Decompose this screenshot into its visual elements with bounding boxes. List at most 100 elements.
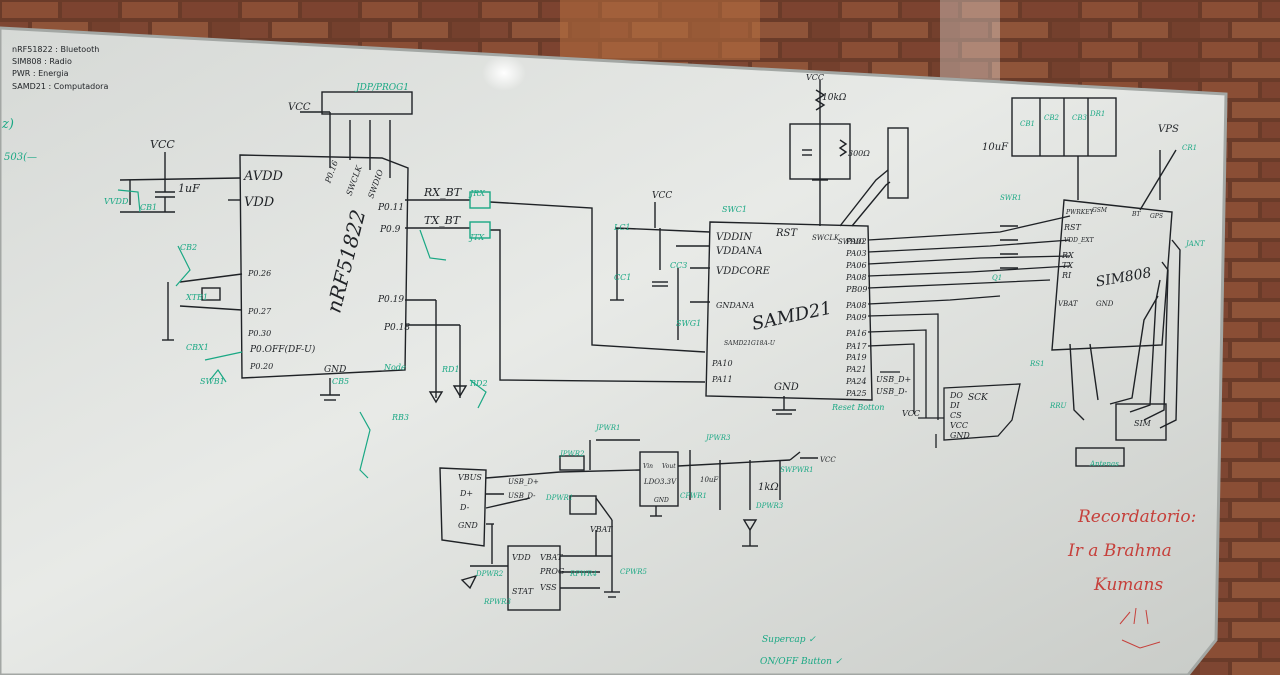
pin-label: PWRKEY xyxy=(1065,209,1095,216)
pin-label: PA08 xyxy=(845,273,867,282)
svg-text:SWPWR1: SWPWR1 xyxy=(780,466,814,474)
svg-text:CR1: CR1 xyxy=(1182,144,1197,152)
res-label: 10kΩ xyxy=(822,93,847,103)
pin-label: SWCLK xyxy=(812,234,840,242)
svg-text:LC1: LC1 xyxy=(613,223,631,232)
power-block xyxy=(439,439,818,611)
svg-text:RS1: RS1 xyxy=(1029,360,1045,368)
onoff-note: ON/OFF Button ✓ xyxy=(760,657,843,667)
pin-label: PA09 xyxy=(845,313,867,322)
pin-label: GND xyxy=(950,431,970,440)
pin-label: VDDANA xyxy=(716,246,762,257)
pin-label: PA10 xyxy=(711,359,733,368)
pin-label: DI xyxy=(949,401,960,410)
vcc-label: VCC xyxy=(806,73,824,82)
vbat-label: VBAT xyxy=(590,525,613,534)
whiteboard xyxy=(0,26,1228,675)
svg-text:CB1: CB1 xyxy=(140,203,157,212)
pin-label: VDDCORE xyxy=(716,266,771,277)
pin-label: VCC xyxy=(950,421,968,430)
pin-label: PA06 xyxy=(845,261,867,270)
pin-label: VDD_EXT xyxy=(1064,237,1095,244)
svg-text:503(—: 503(— xyxy=(4,152,37,163)
pin-label: GND xyxy=(324,365,346,375)
sim808-block xyxy=(1000,97,1181,467)
reminder-line: Recordatorio: xyxy=(1077,507,1196,527)
pin-label: P0.26 xyxy=(247,269,271,278)
pin-label: VDD xyxy=(512,553,531,562)
power-labels: VBUS D+ D- GND USB_D+ USB_D- LDO3.3V Vin… xyxy=(458,456,836,596)
pin-label: VDDIN xyxy=(716,232,753,243)
usb-dm-label: USB_D- xyxy=(508,492,536,500)
reminder-line: Kumans xyxy=(1093,575,1163,595)
svg-text:z): z) xyxy=(1,117,14,132)
pin-label: P0.18 xyxy=(383,323,410,333)
svg-text:CB3: CB3 xyxy=(1072,114,1088,122)
svg-text:Q1: Q1 xyxy=(992,274,1002,282)
svg-text:JRX: JRX xyxy=(468,189,485,198)
pin-label: P0.OFF(DF-U) xyxy=(249,344,316,355)
pin-label: PA11 xyxy=(711,375,733,384)
legend-line: SAMD21 : Computadora xyxy=(12,82,108,91)
bottom-notes: Supercap ✓ ON/OFF Button ✓ xyxy=(760,635,843,667)
svg-text:CB2: CB2 xyxy=(1044,114,1060,122)
cap-label: 10uF xyxy=(700,476,719,484)
svg-text:Antenas: Antenas xyxy=(1089,460,1119,468)
pin-label: P0.11 xyxy=(377,203,404,213)
pin-label: PB09 xyxy=(845,285,867,294)
legend-line: PWR : Energia xyxy=(12,69,69,78)
cap-label: 1uF xyxy=(178,182,200,195)
svg-text:RB3: RB3 xyxy=(391,413,409,422)
pin-label: VSS xyxy=(540,583,557,592)
samd21-block xyxy=(610,80,909,415)
svg-text:SWB1: SWB1 xyxy=(200,377,225,386)
svg-text:SWG1: SWG1 xyxy=(676,319,701,328)
pin-label: PA17 xyxy=(845,342,868,351)
svg-text:SWR1: SWR1 xyxy=(1000,194,1022,202)
samd-sim-traces xyxy=(867,215,1071,420)
res-label: 1kΩ xyxy=(758,482,779,493)
cap-label: 10uF xyxy=(982,142,1009,153)
pin-label: GNDANA xyxy=(716,301,755,310)
pin-label: PA21 xyxy=(845,365,867,374)
pin-label: RST xyxy=(775,228,798,239)
chip-note: SAMD21G18A-U xyxy=(724,340,776,347)
pin-label: GND xyxy=(654,497,669,504)
svg-text:CBX1: CBX1 xyxy=(186,343,209,352)
svg-text:SWC1: SWC1 xyxy=(722,205,747,214)
pin-label: BT xyxy=(1131,211,1141,218)
svg-text:Node: Node xyxy=(383,363,406,372)
pin-label: P0.20 xyxy=(249,362,273,371)
pin-label: PA25 xyxy=(845,389,867,398)
legend-line: nRF51822 : Bluetooth xyxy=(12,45,99,54)
vcc-label: VCC xyxy=(820,456,836,464)
legend: nRF51822 : Bluetooth SIM808 : Radio PWR … xyxy=(12,45,108,91)
svg-text:JANT: JANT xyxy=(1184,240,1206,248)
svg-text:RD1: RD1 xyxy=(441,365,460,374)
svg-text:CB2: CB2 xyxy=(180,243,197,252)
sim-slot-label: SIM xyxy=(1134,419,1152,428)
pin-label: VBUS xyxy=(458,473,482,482)
pin-label: VBAT xyxy=(540,553,563,562)
svg-text:RPWR3: RPWR3 xyxy=(483,598,511,606)
pin-label: P0.30 xyxy=(247,329,271,338)
samd21-labels: VDDIN VDDANA VDDCORE GNDANA PA10 PA11 RS… xyxy=(652,73,870,393)
svg-text:DPWR3: DPWR3 xyxy=(755,502,784,510)
pin-label: GND xyxy=(458,521,478,530)
pin-label: D- xyxy=(459,503,470,512)
pin-label: Vout xyxy=(662,463,676,470)
res-label: 300Ω xyxy=(848,149,870,158)
light-glare xyxy=(482,55,526,91)
pin-label: VBAT xyxy=(1058,300,1079,308)
pin-label: DO xyxy=(949,391,963,400)
pin-label: P0.27 xyxy=(247,307,272,316)
ldo-name: LDO3.3V xyxy=(643,478,677,486)
pin-label: PA03 xyxy=(845,249,867,258)
pin-label: CS xyxy=(950,411,962,420)
pin-label: P0.9 xyxy=(379,225,401,235)
pin-label: PA08 xyxy=(845,301,867,310)
pin-label: VDD xyxy=(244,195,275,210)
rx-bt-label: RX_BT xyxy=(423,186,463,199)
svg-text:JPWR1: JPWR1 xyxy=(594,424,620,432)
